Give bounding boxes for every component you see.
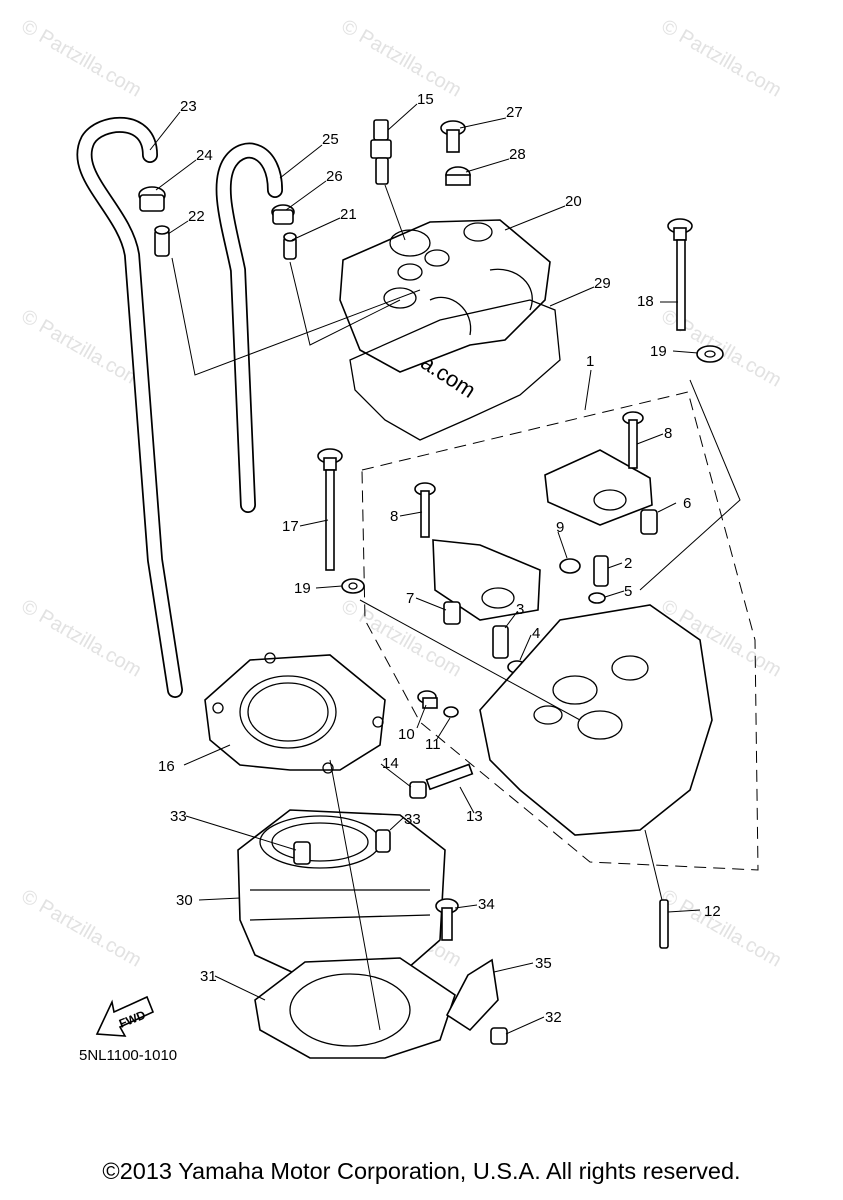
callout-8-right: 8 (664, 425, 672, 442)
washer-11 (443, 706, 459, 718)
copyright-notice: ©2013 Yamaha Motor Corporation, U.S.A. A… (102, 1158, 741, 1184)
plug-9 (559, 558, 581, 574)
nut-32 (490, 1027, 508, 1045)
callout-13: 13 (466, 808, 483, 825)
callout-18: 18 (637, 293, 654, 310)
callout-19-right: 19 (650, 343, 667, 360)
nut-14 (409, 781, 427, 799)
callout-34: 34 (478, 896, 495, 913)
callouts: 23 15 27 24 25 28 26 20 22 21 29 18 19 1… (158, 91, 721, 1026)
washer-19-right (696, 345, 724, 363)
callout-23: 23 (180, 98, 197, 115)
spark-plug-15 (370, 119, 392, 185)
callout-7: 7 (406, 590, 414, 607)
hose-23 (76, 116, 183, 698)
callout-8-left: 8 (390, 508, 398, 525)
cylinder-30 (237, 809, 446, 986)
dowel-7 (443, 601, 461, 625)
callout-33-right: 33 (404, 811, 421, 828)
bolt-27 (440, 120, 466, 153)
watermark: © Partzilla.com (18, 305, 146, 391)
bolt-18 (667, 218, 693, 331)
base-gasket-31 (254, 957, 456, 1059)
fitting-22 (154, 225, 170, 257)
gasket-29 (349, 299, 561, 441)
callout-27: 27 (506, 104, 523, 121)
bracket-35 (445, 958, 499, 1032)
hose-25 (215, 142, 283, 513)
callout-20: 20 (565, 193, 582, 210)
callout-11: 11 (425, 736, 441, 753)
callout-32: 32 (545, 1009, 562, 1026)
callout-35: 35 (535, 955, 552, 972)
callout-9: 9 (556, 519, 564, 536)
callout-1: 1 (586, 353, 594, 370)
stud-13 (425, 763, 474, 791)
bolt-10 (417, 690, 438, 709)
callout-16: 16 (158, 758, 175, 775)
callout-21: 21 (340, 206, 357, 223)
callout-31: 31 (200, 968, 217, 985)
bolt-17 (317, 448, 343, 571)
dowel-33-left (293, 841, 311, 865)
watermark: © Partzilla.com (18, 595, 146, 681)
callout-3: 3 (516, 601, 524, 618)
callout-5: 5 (624, 583, 632, 600)
watermark: © Partzilla.com (658, 885, 786, 971)
camshaft-cap-left (432, 539, 541, 621)
watermark: © Partzilla.com (18, 15, 146, 101)
dowel-33-right (375, 829, 391, 853)
callout-10: 10 (398, 726, 415, 743)
bolt-8-left (414, 482, 436, 538)
watermark: © Partzilla.com (18, 885, 146, 971)
callout-28: 28 (509, 146, 526, 163)
washer-19-left (341, 578, 365, 594)
diagram-code: 5NL1100-1010 (79, 1047, 177, 1064)
callout-25: 25 (322, 131, 339, 148)
callout-12: 12 (704, 903, 721, 920)
callout-33-left: 33 (170, 808, 187, 825)
leader-lines (149, 103, 741, 1035)
callout-6: 6 (683, 495, 691, 512)
callout-17: 17 (282, 518, 299, 535)
camshaft-cap-right (544, 449, 653, 526)
callout-4: 4 (532, 625, 540, 642)
clamp-24 (138, 186, 166, 212)
callout-15: 15 (417, 91, 434, 108)
clamp-26 (271, 204, 295, 225)
callout-30: 30 (176, 892, 193, 909)
callout-22: 22 (188, 208, 205, 225)
fwd-arrow-icon: FWD (95, 995, 155, 1037)
bolt-8-right (622, 411, 644, 469)
callout-14: 14 (382, 755, 399, 772)
head-cover-20 (339, 219, 551, 373)
fitting-21 (283, 232, 297, 260)
watermark: © Partzilla.com (338, 15, 466, 101)
sleeve-2 (593, 555, 609, 587)
sleeve-3 (492, 625, 509, 659)
callout-2: 2 (624, 555, 632, 572)
callout-29: 29 (594, 275, 611, 292)
stud-12 (659, 899, 669, 949)
cylinder-head-body (479, 604, 713, 836)
o-ring-5 (588, 592, 606, 604)
bolt-34 (435, 898, 459, 941)
grommet-28 (445, 166, 471, 186)
callout-24: 24 (196, 147, 213, 164)
head-gasket-16 (204, 652, 386, 774)
callout-26: 26 (326, 168, 343, 185)
callout-19-left: 19 (294, 580, 311, 597)
watermark: © Partzilla.com (658, 15, 786, 101)
dowel-6 (640, 509, 658, 535)
